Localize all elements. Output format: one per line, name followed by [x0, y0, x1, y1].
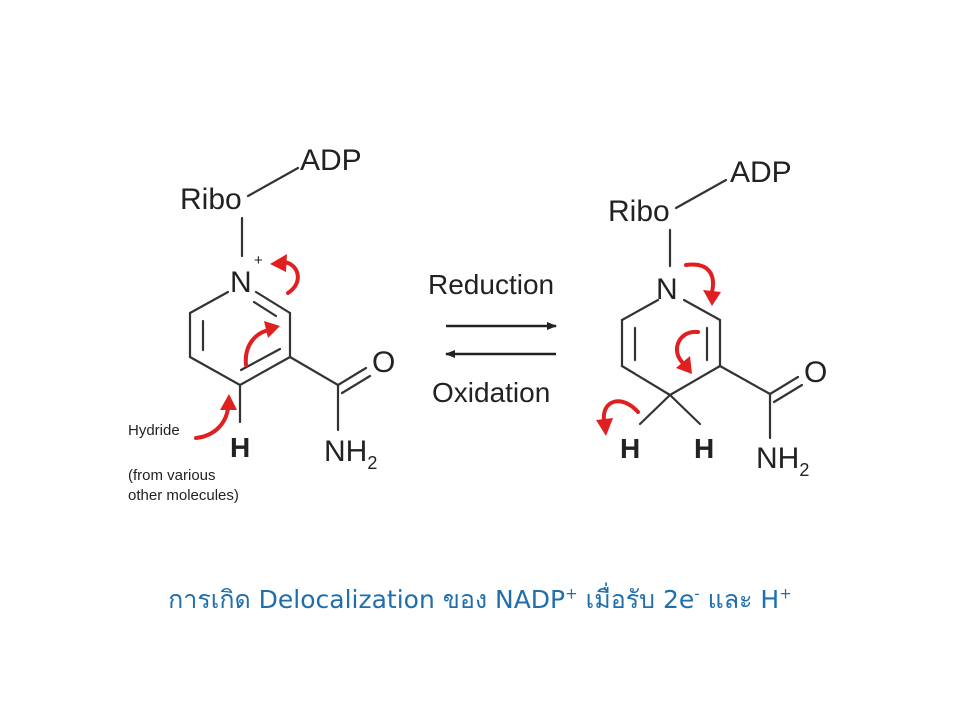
oxygen-label: O — [804, 356, 827, 389]
ribo-adp-bond — [246, 166, 300, 198]
ring-double-bond — [239, 347, 282, 372]
c-carbonyl-bond — [288, 355, 340, 387]
ring-bond — [682, 298, 722, 322]
oxygen-label: O — [372, 346, 395, 379]
c-h-bond-right — [668, 393, 702, 426]
electron-arrow-ring — [243, 321, 280, 367]
amine-label: NH2 — [756, 442, 809, 480]
adp-label: ADP — [730, 156, 792, 189]
ribo-label: Ribo — [608, 195, 670, 228]
amine-label: NH2 — [324, 435, 377, 473]
equilibrium-arrows: Reduction Oxidation — [428, 269, 557, 408]
c-o-double-bond — [768, 375, 800, 396]
ring-bond — [620, 298, 660, 322]
ring-bond — [188, 290, 230, 315]
nadph-molecule: ADP Ribo N O NH2 H H — [596, 156, 827, 480]
ring-bond — [238, 355, 292, 387]
hydride-source-line1: (from various — [128, 467, 216, 484]
reduction-label: Reduction — [428, 269, 554, 300]
hydride-label: Hydride — [128, 422, 180, 439]
c-h-bond-left — [638, 393, 672, 426]
nitrogen-label: N — [230, 266, 252, 299]
electron-arrow-nitrogen — [684, 262, 721, 306]
ribo-label: Ribo — [180, 183, 242, 216]
hydrogen-label-right: H — [694, 433, 714, 464]
nadp-plus-molecule: ADP Ribo N + O NH2 H Hydride (from vario… — [128, 144, 395, 504]
electron-arrow-ring — [675, 329, 700, 374]
c-carbonyl-bond — [718, 364, 772, 396]
ribo-adp-bond — [674, 178, 728, 210]
adp-label: ADP — [300, 144, 362, 177]
ring-double-bond — [252, 300, 278, 318]
ring-bond — [668, 364, 722, 397]
ring-bond — [254, 290, 292, 315]
nitrogen-label: N — [656, 273, 678, 306]
hydrogen-label-left: H — [620, 433, 640, 464]
c-o-double-bond — [340, 374, 372, 395]
c-o-double-bond — [336, 366, 368, 387]
hydride-source-line2: other molecules) — [128, 487, 239, 504]
hydride-attack-arrow — [194, 394, 237, 440]
oxidation-label: Oxidation — [432, 377, 550, 408]
ring-bond — [188, 355, 242, 387]
c-o-double-bond — [772, 383, 804, 404]
hydride-leaving-arrow — [596, 399, 640, 436]
ring-bond — [620, 364, 672, 397]
hydrogen-label: H — [230, 432, 250, 463]
electron-arrow-nitrogen — [270, 254, 300, 295]
caption: การเกิด Delocalization ของ NADP+ เมื่อรั… — [168, 584, 792, 614]
n-charge-label: + — [254, 252, 263, 269]
